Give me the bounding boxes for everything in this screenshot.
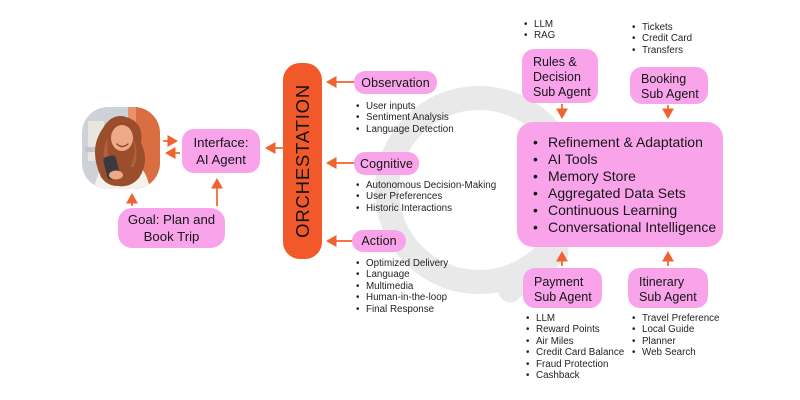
payment-agent-label-line2: Sub Agent (534, 290, 592, 305)
sub-agent-node-booking: Booking Sub Agent (630, 67, 708, 104)
goal-label-line1: Goal: Plan and (127, 211, 216, 227)
list-item: Historic Interactions (356, 203, 496, 215)
list-item: Refinement & Adaptation (533, 134, 716, 151)
stage-label-action: Action (361, 234, 397, 248)
list-item: RAG (524, 30, 555, 42)
interface-ai-agent-node: Interface: AI Agent (182, 129, 260, 173)
interface-label-line1: Interface: (193, 134, 249, 150)
list-item: Planner (632, 336, 720, 348)
list-item: Language Detection (356, 124, 454, 136)
list-item: Reward Points (526, 324, 624, 336)
stage-node-cognitive: Cognitive (354, 152, 419, 175)
interface-label-line2: AI Agent (196, 152, 246, 167)
list-item: Autonomous Decision-Making (356, 180, 496, 192)
itinerary-agent-tool-list: Travel Preference Local Guide Planner We… (632, 313, 720, 359)
list-item: Credit Card Balance (526, 347, 624, 359)
payment-agent-label-line1: Payment (534, 275, 584, 289)
list-item: Language (356, 269, 448, 281)
list-item: LLM (526, 313, 624, 325)
rules-agent-label-line1: Rules & (533, 55, 577, 69)
user-photo (82, 107, 160, 189)
list-item: Local Guide (632, 324, 720, 336)
rules-agent-label-line2: Decision (533, 70, 581, 85)
list-item: Cashback (526, 370, 624, 382)
list-item: AI Tools (533, 151, 716, 168)
core-capabilities-node: Refinement & Adaptation AI Tools Memory … (517, 122, 723, 247)
list-item: Optimized Delivery (356, 258, 448, 270)
list-item: Air Miles (526, 336, 624, 348)
list-item: Travel Preference (632, 313, 720, 325)
itinerary-agent-label-line1: Itinerary (639, 275, 685, 289)
list-item: Multimedia (356, 281, 448, 293)
orchestration-node: ORCHESTATION (283, 63, 322, 259)
rules-agent-tool-list: LLM RAG (524, 19, 555, 42)
list-item: Human-in-the-loop (356, 292, 448, 304)
list-item: Continuous Learning (533, 202, 716, 219)
payment-agent-tool-list: LLM Reward Points Air Miles Credit Card … (526, 313, 624, 382)
list-item: Aggregated Data Sets (533, 185, 716, 202)
list-item: Web Search (632, 347, 720, 359)
list-item: Credit Card (632, 33, 692, 45)
observation-item-list: User inputs Sentiment Analysis Language … (356, 101, 454, 136)
core-capabilities-list: Refinement & Adaptation AI Tools Memory … (517, 134, 716, 236)
woman-with-phone-illustration (82, 107, 160, 189)
list-item: Tickets (632, 22, 692, 34)
list-item: Fraud Protection (526, 359, 624, 371)
booking-agent-label-line2: Sub Agent (641, 87, 699, 102)
stage-label-cognitive: Cognitive (359, 156, 413, 171)
list-item: Final Response (356, 304, 448, 316)
list-item: Transfers (632, 45, 692, 57)
stage-label-observation: Observation (361, 75, 430, 90)
itinerary-agent-label-line2: Sub Agent (639, 290, 697, 305)
orchestration-label: ORCHESTATION (291, 84, 313, 238)
rules-agent-label-line3: Sub Agent (533, 85, 591, 100)
goal-node: Goal: Plan and Book Trip (118, 208, 225, 248)
list-item: Memory Store (533, 168, 716, 185)
sub-agent-node-payment: Payment Sub Agent (523, 268, 602, 308)
list-item: LLM (524, 19, 555, 31)
sub-agent-node-itinerary: Itinerary Sub Agent (628, 268, 708, 308)
cognitive-item-list: Autonomous Decision-Making User Preferen… (356, 180, 496, 215)
goal-label-line2: Book Trip (143, 229, 200, 244)
sub-agent-node-rules-decision: Rules & Decision Sub Agent (522, 49, 598, 103)
list-item: Sentiment Analysis (356, 112, 454, 124)
stage-node-action: Action (352, 230, 406, 252)
booking-agent-label-line1: Booking (641, 72, 687, 86)
action-item-list: Optimized Delivery Language Multimedia H… (356, 258, 448, 315)
list-item: Conversational Intelligence (533, 219, 716, 236)
booking-agent-tool-list: Tickets Credit Card Transfers (632, 22, 692, 57)
list-item: User inputs (356, 101, 454, 113)
stage-node-observation: Observation (354, 71, 437, 94)
list-item: User Preferences (356, 191, 496, 203)
